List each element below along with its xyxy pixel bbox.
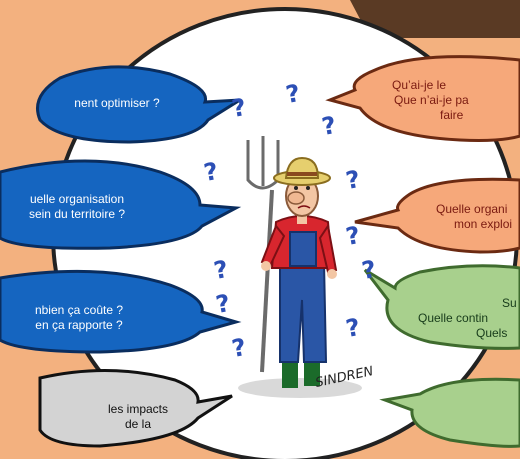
green-bubble-2	[379, 377, 520, 448]
blue-bubble-2-text: uelle organisation sein du territoire ?	[2, 192, 152, 222]
blue-bubble-2	[0, 159, 242, 250]
blue-bubble-1	[36, 65, 241, 144]
blue-bubble-3-text: nbien ça coûte ? en ça rapporte ?	[4, 303, 154, 333]
text-line: Qu’ai-je le	[392, 78, 447, 92]
text-line: Su	[502, 296, 517, 310]
green-bubble-1-text: Su Quelle contin Quels	[412, 296, 520, 341]
text-line: Quels	[476, 326, 508, 340]
dark-banner	[350, 0, 520, 38]
green-bubble-1	[363, 264, 520, 350]
text-line: uelle organisation	[29, 192, 125, 206]
text-line: les impacts	[107, 402, 169, 416]
text-line: en ça rapporte ?	[35, 318, 123, 332]
orange-bubble-1-text: Qu’ai-je le Que n’ai-je pa faire	[372, 78, 520, 123]
grey-bubble-1	[38, 369, 233, 448]
text-line: mon exploi	[454, 217, 513, 231]
text-line: Que n’ai-je pa	[394, 93, 469, 107]
text-line: de la	[124, 417, 152, 431]
orange-bubble-2	[354, 177, 520, 254]
text-line: Quelle organi	[436, 202, 508, 216]
text-line: sein du territoire ?	[28, 207, 126, 221]
farmer-illustration	[238, 136, 362, 398]
text-line: Quelle contin	[418, 311, 489, 325]
blue-bubble-1-text: nent optimiser ?	[52, 96, 182, 111]
orange-bubble-1	[325, 55, 520, 142]
grey-bubble-1-text: les impacts de la	[94, 402, 182, 432]
text-line: nbien ça coûte ?	[34, 303, 124, 317]
blue-bubble-3	[0, 269, 242, 354]
text-line: faire	[440, 108, 464, 122]
text-line: nent optimiser ?	[74, 96, 160, 110]
orange-bubble-2-text: Quelle organi mon exploi	[422, 202, 520, 232]
